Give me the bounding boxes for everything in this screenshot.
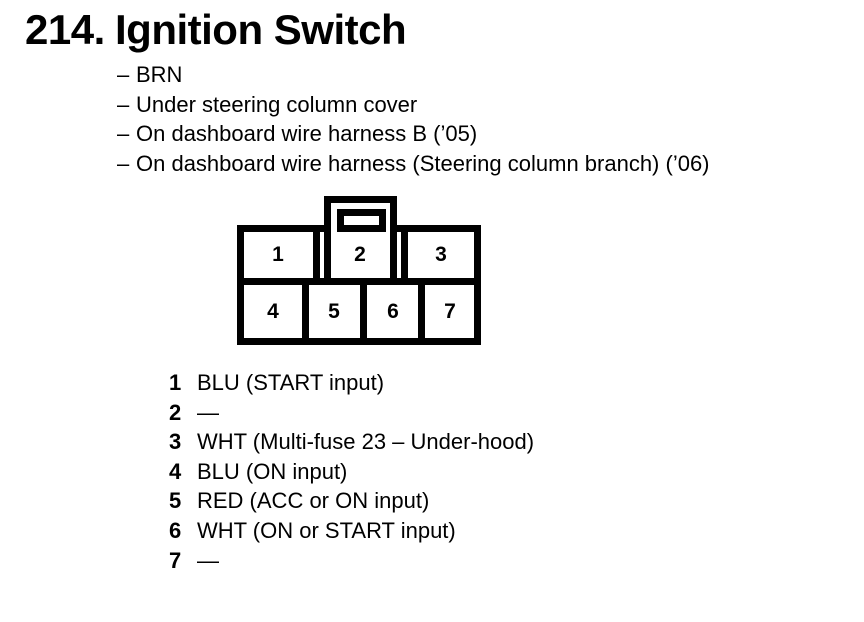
pin-row: 6 WHT (ON or START input) (169, 516, 534, 546)
pin-row: 7 — (169, 546, 534, 576)
pin-number: 7 (169, 547, 182, 573)
connector-row-divider (244, 278, 474, 285)
note-dash: – (117, 150, 130, 176)
connector-divider-4-5 (302, 285, 309, 338)
pin-number: 3 (169, 429, 182, 455)
pin-description: — (197, 547, 219, 573)
pin-row: 3 WHT (Multi-fuse 23 – Under-hood) (169, 427, 534, 457)
note-text: On dashboard wire harness (Steering colu… (136, 150, 710, 176)
connector-diagram: 1 2 3 4 5 6 7 (237, 196, 483, 346)
connector-divider-5-6 (360, 285, 367, 338)
connector-cavity-3: 3 (435, 243, 447, 266)
pin-description: BLU (ON input) (197, 458, 348, 484)
note-text: BRN (136, 62, 183, 87)
section-number: 214. (25, 6, 105, 53)
note-line: – Under steering column cover (117, 90, 710, 120)
pin-number: 1 (169, 370, 182, 395)
note-line: – On dashboard wire harness (Steering co… (117, 149, 710, 179)
note-line: – On dashboard wire harness B (’05) (117, 119, 710, 149)
connector-cavity-4: 4 (267, 300, 279, 323)
pin-description: WHT (ON or START input) (197, 517, 456, 543)
connector-cavity-1: 1 (272, 243, 284, 266)
pin-number: 6 (169, 517, 182, 543)
note-dash: – (117, 62, 130, 87)
section-title-text: Ignition Switch (115, 6, 407, 53)
pin-description: WHT (Multi-fuse 23 – Under-hood) (197, 429, 535, 455)
pin-row: 5 RED (ACC or ON input) (169, 486, 534, 516)
pin-description: RED (ACC or ON input) (197, 488, 430, 514)
connector-divider-6-7 (418, 285, 425, 338)
connector-latch-tab-inner (337, 209, 386, 232)
connector-divider-1-2 (313, 232, 320, 278)
connector-divider-2-3 (401, 232, 408, 278)
connector-cavity-5: 5 (328, 300, 340, 323)
note-text: Under steering column cover (136, 91, 418, 117)
note-text: On dashboard wire harness B (’05) (136, 121, 478, 146)
pin-row: 4 BLU (ON input) (169, 457, 534, 487)
location-notes: – BRN – Under steering column cover – On… (117, 60, 710, 178)
pin-number: 4 (169, 458, 182, 484)
note-dash: – (117, 91, 130, 117)
pin-description-list: 1 BLU (START input) 2 — 3 WHT (Multi-fus… (169, 368, 534, 575)
pin-description: BLU (START input) (197, 370, 385, 395)
pin-description: — (197, 399, 219, 425)
pin-number: 2 (169, 399, 182, 425)
note-dash: – (117, 121, 130, 146)
note-line: – BRN (117, 60, 710, 90)
page-title: 214.Ignition Switch (25, 6, 407, 54)
connector-cavity-6: 6 (387, 300, 399, 323)
pin-number: 5 (169, 488, 182, 514)
connector-cavity-7: 7 (444, 300, 456, 323)
connector-cavity-2: 2 (354, 243, 366, 266)
pin-row: 1 BLU (START input) (169, 368, 534, 398)
pin-row: 2 — (169, 398, 534, 428)
